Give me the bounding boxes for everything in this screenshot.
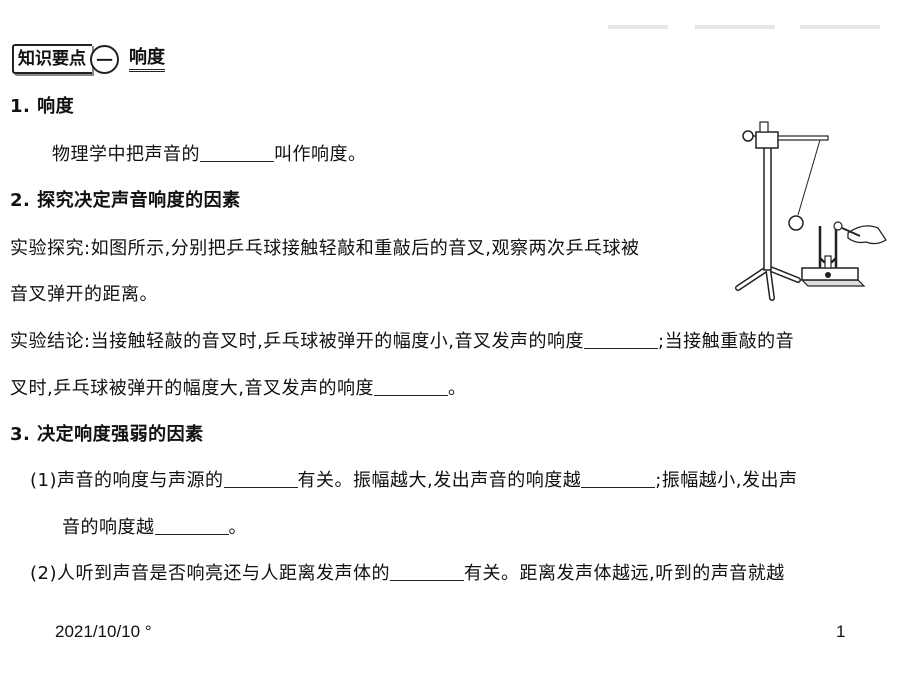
s1-text-post: 叫作响度。 — [274, 144, 367, 165]
s3-p1-b: 有关。振幅越大,发出声音的响度越 — [297, 470, 582, 491]
s2-heading: 2. 探究决定声音响度的因素 — [10, 190, 241, 211]
footer-degree: ° — [144, 622, 152, 641]
s2-exp-line1: 实验探究:如图所示,分别把乒乓球接触轻敲和重敲后的音叉,观察两次乒乓球被 — [10, 238, 640, 259]
s1-definition: 物理学中把声音的 叫作响度。 — [52, 142, 367, 168]
s2-con2-pre: 叉时,乒乓球被弹开的幅度大,音叉发声的响度 — [10, 378, 374, 399]
s3-p1-d: 音的响度越 — [62, 517, 155, 538]
s3-p1-line1: (1)声音的响度与声源的 有关。振幅越大,发出声音的响度越 ;振幅越小,发出声 — [30, 468, 798, 494]
s3-p1-line2: 音的响度越 。 — [62, 515, 247, 541]
section-header: 知识要点 一 响度 — [12, 44, 165, 74]
footer-date: 2021/10/10 ° — [55, 622, 152, 642]
s2-con1-post: ;当接触重敲的音 — [658, 331, 795, 352]
s3-p2-a: (2)人听到声音是否响亮还与人距离发声体的 — [30, 563, 390, 584]
faint-header-marks — [608, 25, 880, 29]
section-title: 响度 — [129, 47, 165, 72]
blank-6 — [154, 516, 229, 535]
blank-1 — [200, 143, 274, 162]
s1-text-pre: 物理学中把声音的 — [52, 144, 200, 165]
blank-3 — [373, 377, 448, 396]
s3-heading: 3. 决定响度强弱的因素 — [10, 424, 204, 445]
footer-date-text: 2021/10/10 — [55, 622, 141, 641]
tuning-fork-pendulum-illustration — [735, 121, 887, 301]
s3-p2-line1: (2)人听到声音是否响亮还与人距离发声体的 有关。距离发声体越远,听到的声音就越 — [30, 561, 785, 587]
knowledge-point-label: 知识要点 — [12, 44, 92, 74]
s2-con2-post: 。 — [447, 378, 467, 399]
s2-exp-line2: 音叉弹开的距离。 — [10, 284, 158, 305]
blank-7 — [390, 562, 464, 581]
s2-con1-pre: 实验结论:当接触轻敲的音叉时,乒乓球被弹开的幅度小,音叉发声的响度 — [10, 331, 585, 352]
s2-con-line1: 实验结论:当接触轻敲的音叉时,乒乓球被弹开的幅度小,音叉发声的响度 ;当接触重敲的… — [10, 329, 794, 355]
s1-heading: 1. 响度 — [10, 96, 75, 117]
s3-p1-c: ;振幅越小,发出声 — [655, 470, 798, 491]
blank-2 — [584, 330, 659, 349]
s3-p1-e: 。 — [228, 517, 247, 538]
s2-con-line2: 叉时,乒乓球被弹开的幅度大,音叉发声的响度 。 — [10, 376, 466, 402]
knowledge-point-number: 一 — [90, 44, 119, 74]
page-number: 1 — [836, 622, 846, 641]
blank-5 — [581, 469, 656, 488]
s3-p1-a: (1)声音的响度与声源的 — [30, 470, 224, 491]
s3-p2-b: 有关。距离发声体越远,听到的声音就越 — [464, 563, 785, 584]
blank-4 — [223, 469, 298, 488]
